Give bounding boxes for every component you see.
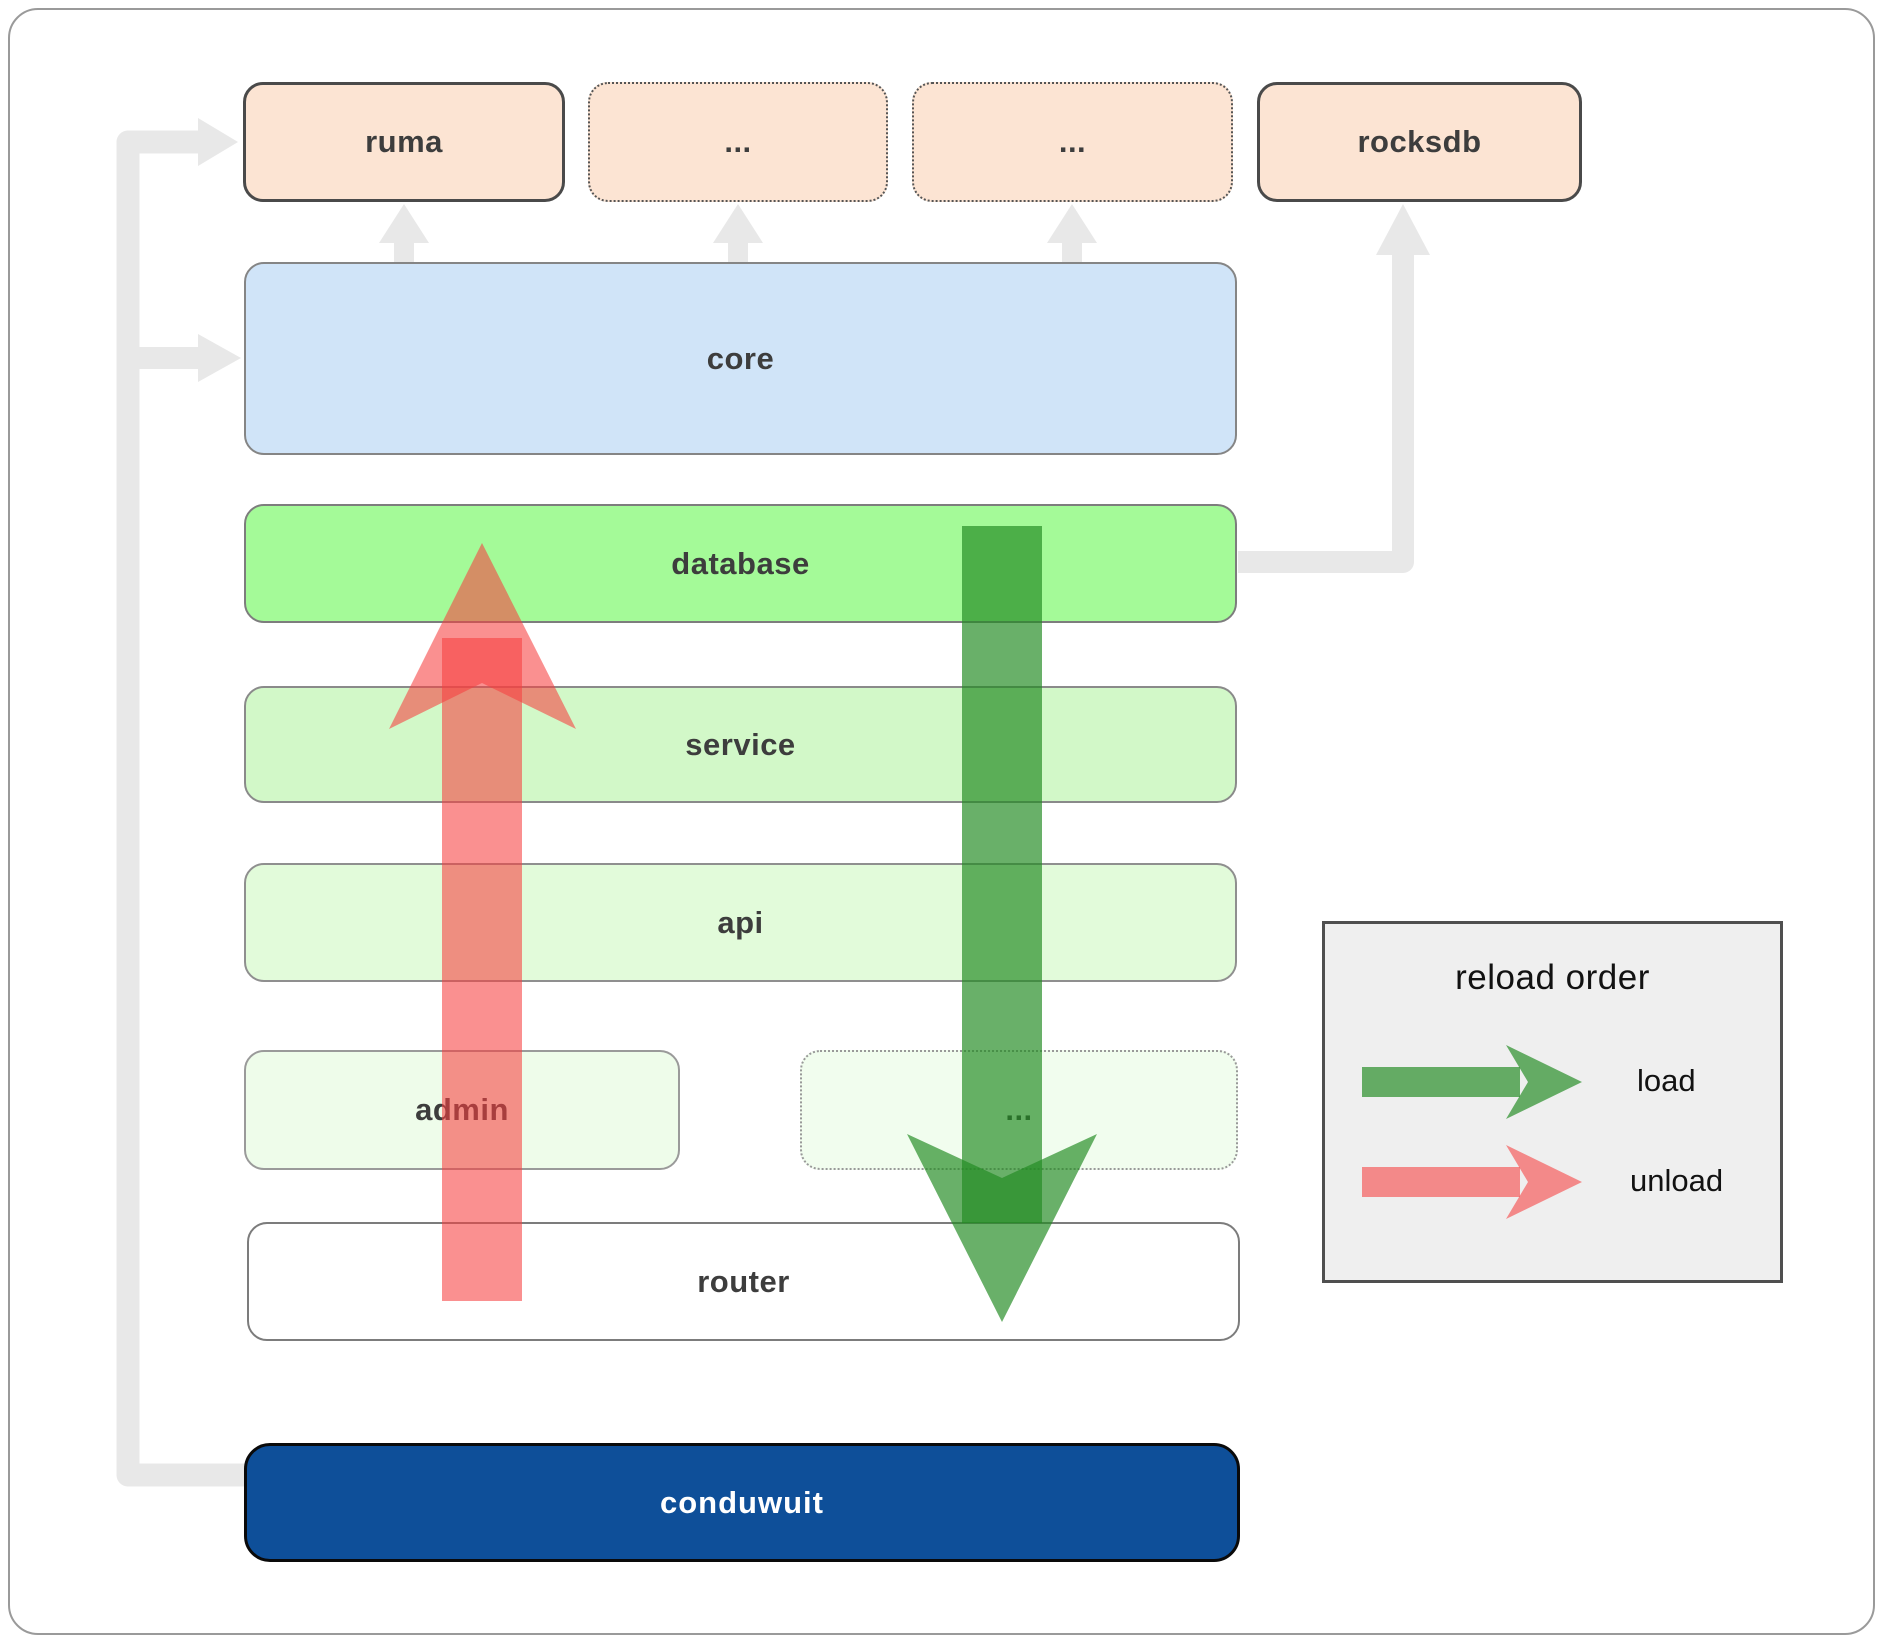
box-service: service bbox=[244, 686, 1237, 803]
box-core-label: core bbox=[706, 340, 775, 376]
box-database-label: database bbox=[671, 545, 810, 581]
box-core: core bbox=[244, 262, 1237, 455]
legend-load-label: load bbox=[1637, 1063, 1696, 1098]
box-router: router bbox=[247, 1222, 1240, 1341]
diagram-outer-frame bbox=[8, 8, 1875, 1635]
box-admin-label: admin bbox=[415, 1092, 509, 1127]
box-admin: admin bbox=[244, 1050, 680, 1170]
box-admin-ellipsis-label: ... bbox=[1005, 1092, 1033, 1127]
box-ellipsis-2: ... bbox=[912, 82, 1233, 202]
box-admin-ellipsis: ... bbox=[800, 1050, 1238, 1170]
legend-unload-label: unload bbox=[1630, 1163, 1724, 1198]
box-router-label: router bbox=[697, 1263, 790, 1299]
box-conduwuit: conduwuit bbox=[244, 1443, 1240, 1562]
box-database: database bbox=[244, 504, 1237, 623]
box-ruma: ruma bbox=[243, 82, 565, 202]
box-api-label: api bbox=[717, 904, 764, 940]
legend-title: reload order bbox=[1455, 958, 1650, 997]
box-ellipsis-1: ... bbox=[588, 82, 888, 202]
box-api: api bbox=[244, 863, 1237, 982]
box-rocksdb: rocksdb bbox=[1257, 82, 1582, 202]
box-ruma-label: ruma bbox=[365, 124, 443, 159]
box-conduwuit-label: conduwuit bbox=[660, 1484, 824, 1520]
box-service-label: service bbox=[685, 726, 796, 762]
box-ellipsis-2-label: ... bbox=[1058, 124, 1087, 159]
box-ellipsis-1-label: ... bbox=[724, 124, 752, 159]
box-rocksdb-label: rocksdb bbox=[1357, 124, 1482, 159]
